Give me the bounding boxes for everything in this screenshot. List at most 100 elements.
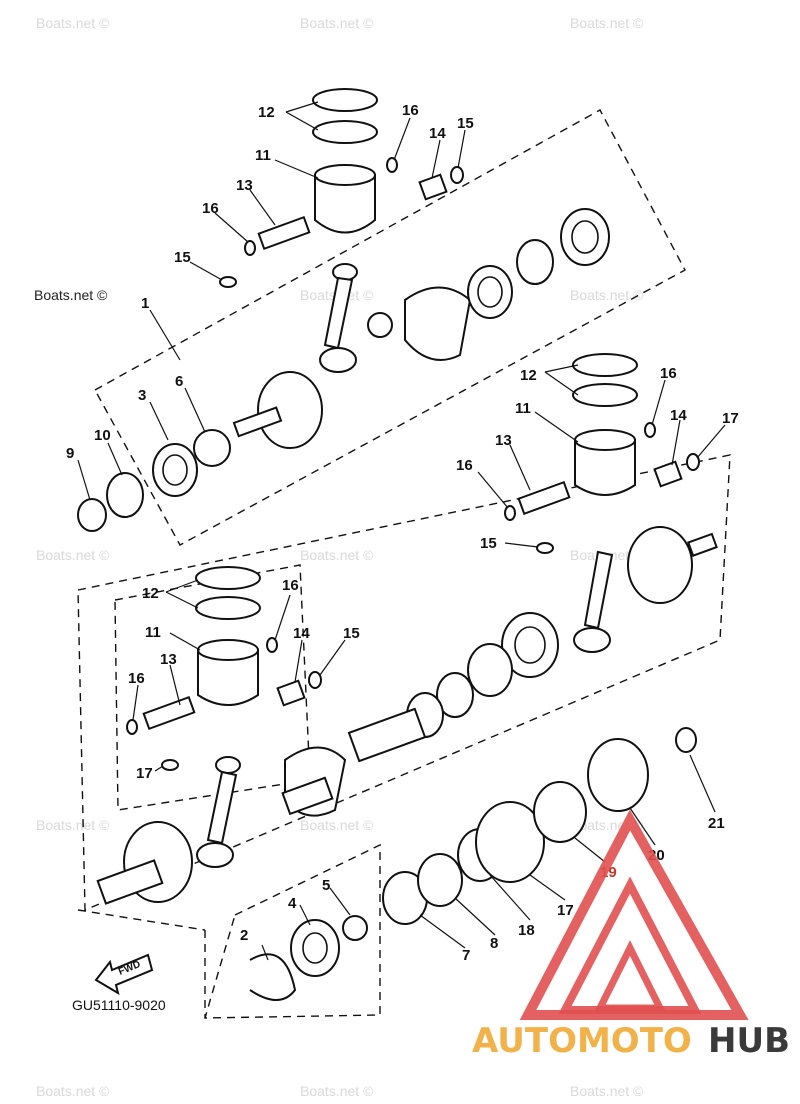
circlip [126,719,138,735]
leader [689,754,716,813]
callout-15: 15 [480,535,497,552]
connecting-rod [583,550,614,630]
callout-10: 10 [94,427,111,444]
crank-shaft-end [96,859,164,905]
rod-big-end [573,627,611,653]
leader [149,401,169,441]
callout-16: 16 [128,670,145,687]
leader [154,765,164,772]
bearing-bore [514,626,546,664]
callout-4: 4 [288,895,297,912]
washer [308,671,322,689]
piston-ring [195,596,261,620]
callout-12: 12 [520,367,537,384]
callout-17: 17 [136,765,153,782]
seal [417,853,463,907]
leader [249,189,276,226]
callout-15: 15 [174,249,191,266]
callout-16: 16 [402,102,419,119]
callout-17: 17 [557,902,574,919]
piston-crown [314,164,376,186]
watermark: Boats.net © [300,1083,374,1099]
piston-pin [257,215,311,251]
leader [274,159,319,179]
leader [189,261,223,281]
callout-3: 3 [138,387,146,404]
leader [696,424,726,459]
nut [77,498,107,532]
circlip [644,422,656,438]
collar [342,915,368,941]
callout-17: 17 [722,410,739,427]
lower-piston-assembly [96,566,322,905]
leader [529,874,566,901]
callout-16: 16 [202,200,219,217]
pump-housing [475,801,545,883]
callout-5: 5 [322,877,330,894]
callout-14: 14 [670,407,687,424]
watermark: Boats.net © [36,1083,110,1099]
piston-ring [312,120,378,144]
watermark: Boats.net © [570,1083,644,1099]
piston-ring [572,383,638,407]
leader [274,594,291,641]
crank-shaft [232,406,283,438]
bearing-bore [302,932,328,964]
rod-big-end [196,842,234,868]
piston [574,439,636,496]
watermark: Boats.net © [300,817,374,833]
bearing [290,919,340,977]
callout-13: 13 [236,177,253,194]
washer [675,727,697,753]
crank-web [627,526,693,604]
leader [184,387,206,433]
leader [393,117,411,161]
leader [214,212,249,243]
piston [314,174,376,234]
leader [285,111,319,131]
diagram-code: GU51110-9020 [72,997,166,1013]
leader [107,442,123,476]
watermark: Boats.net © [300,15,374,31]
piston-crown [197,639,259,661]
callout-16: 16 [282,577,299,594]
bearing [560,208,610,266]
watermark-label: Boats.net © [34,287,108,303]
piston-pin [142,695,196,731]
leader [477,471,509,509]
leader [504,542,539,548]
leader [261,944,269,961]
crank-web [404,286,472,361]
bearing-bore [477,276,503,308]
bearing-bore [162,454,188,486]
piston-crown [574,429,636,451]
brand-logo: AUTOMOTO HUB [472,809,790,1061]
boundary-line [77,909,206,931]
watermark: Boats.net © [36,817,110,833]
leader [431,139,441,179]
upper-crank-boundary [94,109,686,546]
bearing [152,443,198,497]
bearing [276,679,306,707]
right-piston-assembly [504,353,718,653]
impeller [533,781,587,843]
washer [686,453,700,471]
callout-2: 2 [240,927,248,944]
bearing [418,173,448,201]
watermark: Boats.net © [36,15,110,31]
seal [193,429,231,467]
fwd-arrow: FWD [94,953,154,996]
callout-21: 21 [708,815,725,832]
rod-big-end [319,347,357,373]
brand-name-part-b: HUB [708,1021,790,1061]
end-cap-parts [249,727,697,1001]
crank-shaft [347,707,427,763]
callout-16: 16 [660,365,677,382]
leader [165,579,199,593]
callout-16: 16 [456,457,473,474]
leader [165,591,199,609]
leader [299,904,311,926]
circlip [266,637,278,653]
washer [536,542,554,554]
leader [629,807,656,846]
